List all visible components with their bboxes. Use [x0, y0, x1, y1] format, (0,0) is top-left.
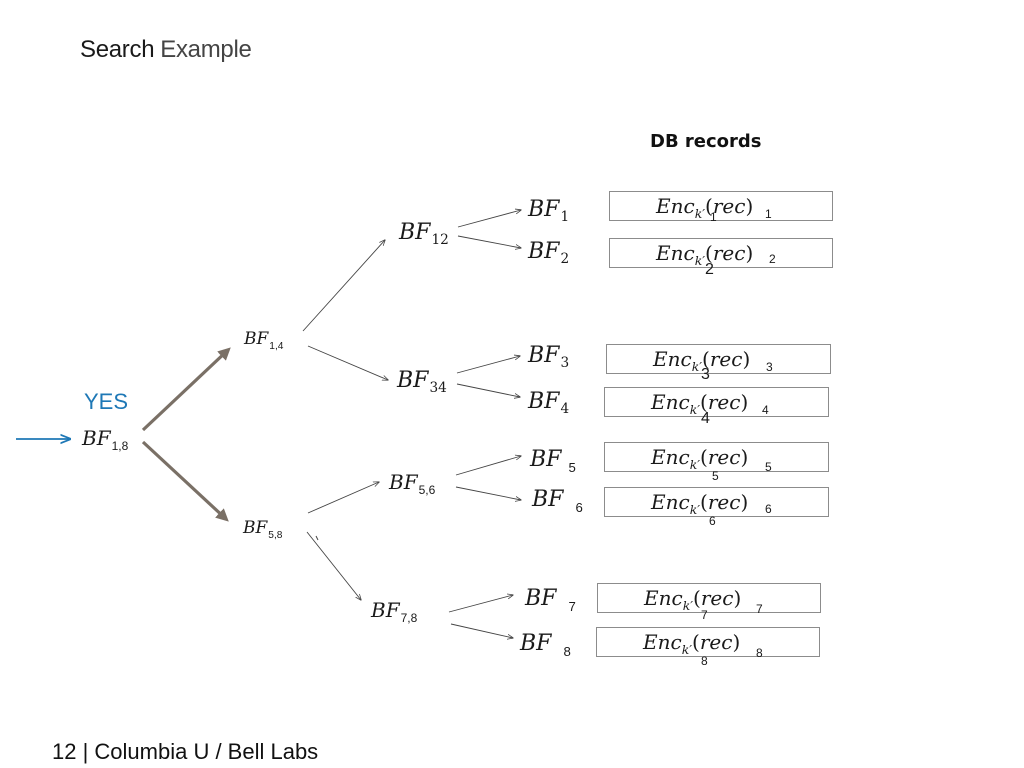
- record-key-index: 5: [712, 469, 719, 483]
- db-records-header: DB records: [650, 131, 762, 152]
- node-bf-12: BF12: [399, 220, 449, 248]
- db-record-8: Enck′(rec) 8 8: [596, 627, 820, 668]
- edge-n56-leaf5: [455, 456, 521, 476]
- edge-n12-leaf1: [457, 210, 521, 228]
- edge-n14-n34: [307, 345, 388, 380]
- record-formula: Enck′(rec): [651, 445, 749, 472]
- record-formula: Enck′(rec): [651, 390, 749, 417]
- record-formula: Enck′(rec): [643, 630, 741, 657]
- edge-n58-n78: [306, 531, 361, 600]
- edge-n12-leaf2: [457, 235, 521, 248]
- record-rec-index: 1: [765, 207, 772, 221]
- title-word-2: Example: [160, 36, 252, 63]
- db-record-2: Enck′(rec) 2 2: [609, 238, 833, 278]
- slide-footer: 12 | Columbia U / Bell Labs: [52, 739, 319, 764]
- node-bf-5-8: BF5,8: [243, 518, 283, 541]
- edge-n56-leaf6: [455, 486, 521, 500]
- record-rec-index: 3: [766, 360, 773, 374]
- record-key-index: 7: [701, 608, 708, 622]
- record-formula: Enck′(rec): [656, 194, 754, 221]
- record-rec-index: 2: [769, 252, 776, 266]
- node-bf-34: BF34: [397, 368, 447, 396]
- edge-n34-leaf4: [456, 383, 520, 397]
- edge-stub: [315, 535, 319, 541]
- record-key-index: 3: [701, 366, 710, 383]
- record-formula: Enck′(rec): [653, 347, 751, 374]
- record-rec-index: 4: [762, 403, 769, 417]
- record-rec-index: 6: [765, 502, 772, 516]
- leaf-bf-3: BF3: [528, 343, 570, 371]
- title-word-1: Search: [80, 36, 155, 63]
- edge-n78-leaf7: [448, 595, 513, 613]
- edge-n78-leaf8: [450, 623, 513, 638]
- edge-root-n14: [141, 347, 231, 432]
- record-key-index: 1: [710, 210, 717, 224]
- record-rec-index: 7: [756, 602, 763, 616]
- record-formula: Enck′(rec): [651, 490, 749, 517]
- db-record-7: Enck′(rec) 7 7: [597, 583, 821, 622]
- node-bf-5-6: BF5,6: [389, 470, 436, 498]
- record-rec-index: 8: [756, 646, 763, 660]
- record-key-index: 2: [705, 261, 714, 278]
- node-bf-1-4: BF1,4: [244, 329, 284, 352]
- node-bf-1-8: BF1,8: [82, 426, 129, 454]
- record-formula: Enck′(rec): [644, 586, 742, 613]
- db-record-6: Enck′(rec) 6 6: [604, 487, 829, 528]
- record-key-index: 8: [701, 654, 708, 668]
- yes-label: YES: [84, 389, 129, 414]
- node-bf-7-8: BF7,8: [371, 598, 418, 626]
- record-key-index: 6: [709, 514, 716, 528]
- edge-n58-n56: [307, 482, 379, 514]
- db-record-3: Enck′(rec) 3 3: [606, 344, 831, 383]
- db-record-1: Enck′(rec) 1 1: [609, 191, 833, 224]
- db-record-5: Enck′(rec) 5 5: [604, 442, 829, 483]
- record-formula: Enck′(rec): [656, 241, 754, 268]
- edge-root-n58: [141, 440, 229, 522]
- edge-n14-n12: [302, 240, 385, 332]
- leaf-bf-2: BF2: [528, 239, 570, 267]
- edge-n34-leaf3: [456, 356, 520, 374]
- record-rec-index: 5: [765, 460, 772, 474]
- leaf-bf-4: BF4: [528, 389, 570, 417]
- record-key-index: 4: [701, 410, 710, 427]
- db-record-4: Enck′(rec) 4 4: [604, 387, 829, 427]
- leaf-bf-1: BF1: [528, 197, 570, 225]
